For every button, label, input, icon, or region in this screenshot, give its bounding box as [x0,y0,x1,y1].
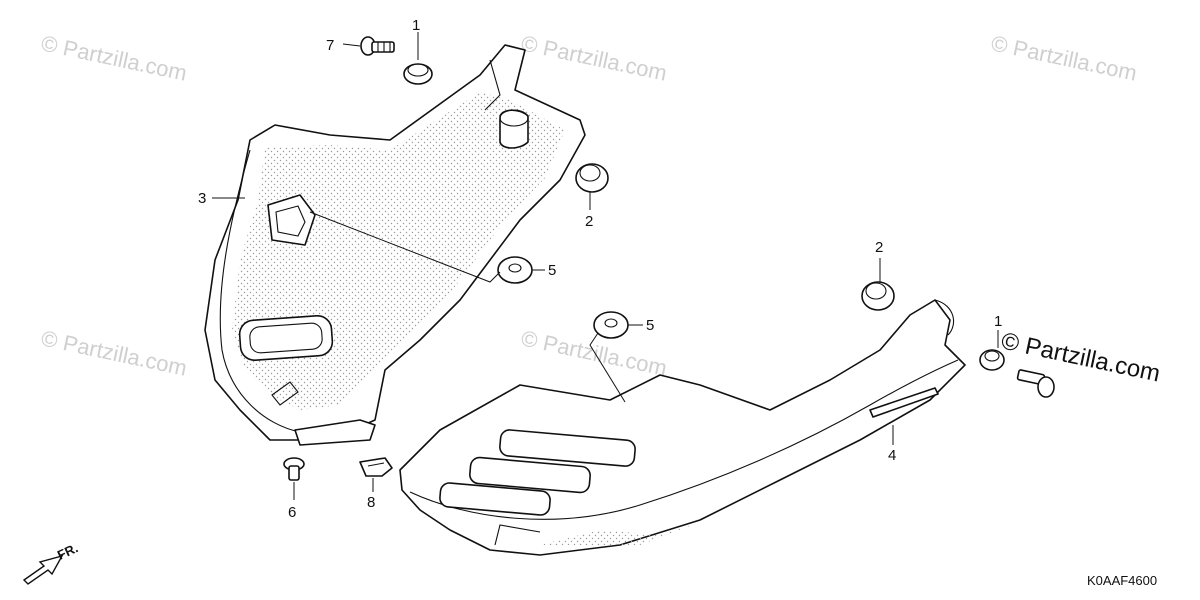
bolt-right [1016,369,1055,398]
watermark-text: © Partzilla.com [39,30,189,85]
callout-5-right: 5 [646,317,654,334]
part-2-grommet-upper [575,163,609,193]
watermark-text: © Partzilla.com [519,30,669,85]
part-2-grommet-right [861,281,895,311]
part-5-washer-left [497,256,533,284]
arrow-icon [22,554,64,585]
callouts: 1 7 3 2 5 5 2 1 4 6 8 [198,17,1002,521]
callout-5-left: 5 [548,262,556,279]
diagram-code: K0AAF4600 [1087,573,1157,588]
callout-8: 8 [367,494,375,511]
callout-6: 6 [288,504,296,521]
part-6-screw [283,457,305,481]
part-1-collar-right [979,349,1005,371]
part-4-under-cowl [399,299,966,556]
leader-lines [212,32,999,500]
front-direction-arrow: FR. [22,540,80,585]
front-label: FR. [55,540,80,562]
part-5-washer-right [593,311,629,339]
watermark-text: © Partzilla.com [39,325,189,380]
callout-2-right: 2 [875,239,883,256]
part-1-collar-top [403,63,433,85]
part-7-bolt [360,36,395,56]
callout-1-right: 1 [994,313,1002,330]
callout-3: 3 [198,190,206,207]
callout-2-upper: 2 [585,213,593,230]
part-8-clip [359,457,393,477]
watermark-text: © Partzilla.com [989,30,1139,85]
callout-1-top: 1 [412,17,420,34]
part-3-side-cover [204,44,586,446]
callout-4: 4 [888,447,896,464]
callout-7: 7 [326,37,334,54]
